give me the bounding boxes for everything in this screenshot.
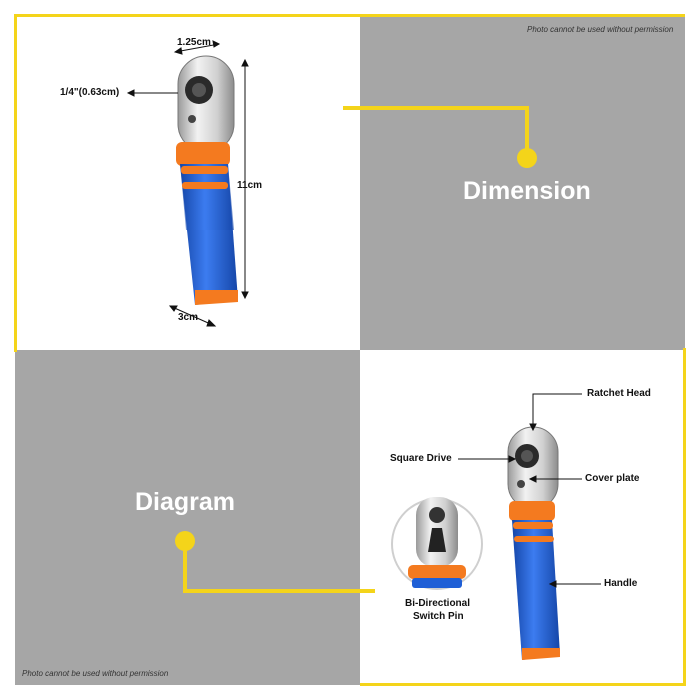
length-label: 11cm: [237, 180, 263, 191]
diagram-label-panel: [15, 350, 360, 685]
frame-top-border: [15, 14, 685, 17]
frame-right-border: [683, 348, 686, 686]
callout-lines: [458, 393, 601, 588]
frame-bottom-border: [360, 683, 686, 686]
copyright-notice-bottom: Photo cannot be used without permission: [22, 669, 169, 678]
switch-pin-label-line1: Bi-Directional: [405, 598, 471, 609]
copyright-notice-top: Photo cannot be used without permission: [527, 25, 674, 34]
ratchet-tool-diagram: [507, 426, 560, 660]
switch-pin-closeup: [391, 497, 483, 590]
dimension-connector: [343, 106, 537, 168]
handle-label: Handle: [604, 578, 638, 589]
switch-pin-label-line2: Switch Pin: [413, 611, 464, 622]
square-drive-label: Square Drive: [390, 453, 452, 464]
ratchet-head-label: Ratchet Head: [587, 388, 651, 399]
cover-plate-label: Cover plate: [585, 473, 640, 484]
head-width-label: 1.25cm: [177, 37, 211, 48]
ratchet-tool-dimension: [176, 55, 238, 305]
diagram-title: Diagram: [135, 488, 236, 516]
dimension-arrows: [126, 40, 249, 327]
dimension-label-panel: [360, 15, 685, 350]
frame-left-border: [14, 14, 17, 352]
handle-width-label: 3cm: [178, 312, 199, 323]
diagram-connector: [175, 531, 375, 593]
square-drive-size-label: 1/4"(0.63cm): [60, 87, 120, 98]
dimension-title: Dimension: [463, 177, 591, 205]
